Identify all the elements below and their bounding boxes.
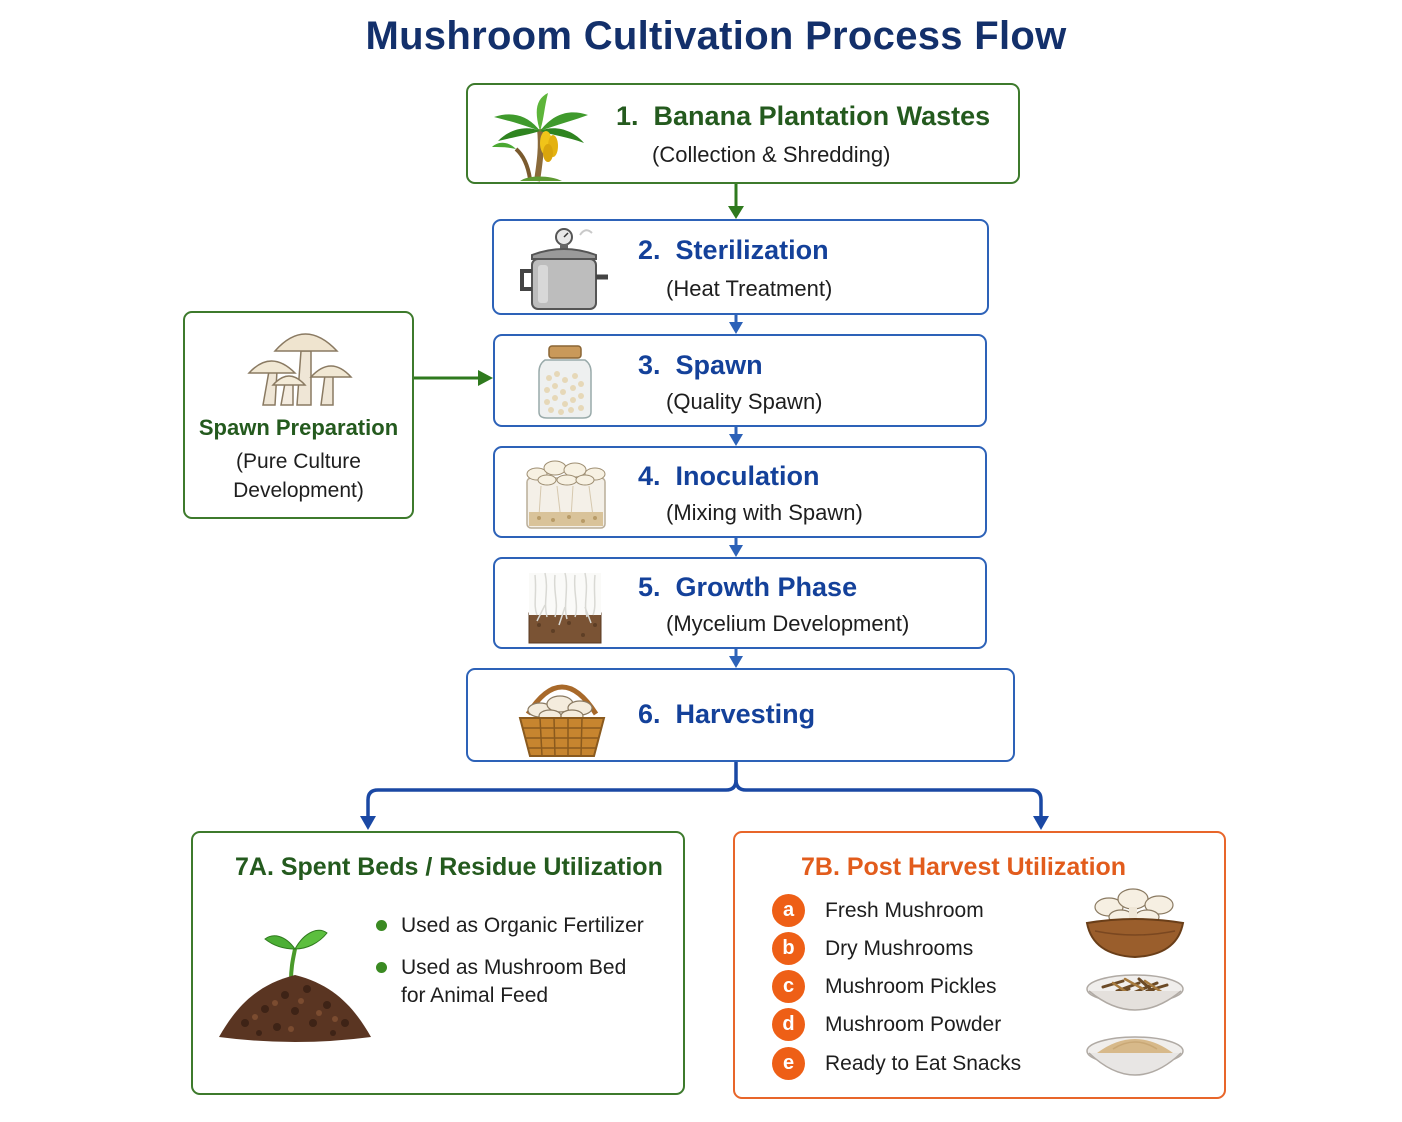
arrow-step6-split (360, 762, 1049, 830)
mushroom-basket-icon (518, 684, 606, 757)
step-6-number: 6. (638, 699, 661, 729)
dried-mushroom-bowl-icon (1086, 974, 1184, 1011)
step-4-number: 4. (638, 461, 661, 491)
letter-badge-a: a (772, 894, 805, 927)
post-harvest-title: 7B. Post Harvest Utilization (801, 853, 1127, 881)
step-2-number: 2. (638, 235, 661, 265)
post-harvest-item-d-label: Mushroom Powder (825, 1012, 1002, 1036)
mycelium-block-icon (528, 572, 602, 644)
step-4-title: 4. Inoculation (638, 461, 820, 492)
step-4-label: Inoculation (675, 461, 820, 491)
step-3-label: Spawn (675, 350, 763, 380)
spawn-preparation-subtitle: (Pure Culture Development) (185, 447, 412, 505)
arrow-spawnprep-to-step3 (414, 370, 493, 386)
bullet-dot-icon (376, 962, 387, 973)
post-harvest-item-b: b Dry Mushrooms (772, 932, 973, 965)
step-5-label: Growth Phase (675, 572, 858, 602)
step-6-box: 6. Harvesting (466, 668, 1015, 762)
step-3-subtitle: (Quality Spawn) (666, 389, 823, 414)
step-1-subtitle: (Collection & Shredding) (652, 142, 891, 167)
post-harvest-item-c: c Mushroom Pickles (772, 970, 997, 1003)
step-2-box: 2. Sterilization (Heat Treatment) (492, 219, 989, 315)
step-1-box: 1. Banana Plantation Wastes (Collection … (466, 83, 1020, 184)
pressure-cooker-icon (520, 228, 608, 310)
post-harvest-item-e: e Ready to Eat Snacks (772, 1047, 1021, 1080)
step-2-label: Sterilization (675, 235, 829, 265)
spent-beds-title: 7A. Spent Beds / Residue Utilization (235, 853, 663, 881)
fresh-mushroom-bowl-icon (1085, 888, 1185, 959)
arrow-step5-to-step6 (729, 649, 743, 668)
arrow-step3-to-step4 (729, 427, 743, 446)
arrow-step4-to-step5 (729, 538, 743, 557)
step-6-label: Harvesting (675, 699, 816, 729)
spent-beds-item-1-text: Used as Organic Fertilizer (401, 914, 644, 937)
step-5-number: 5. (638, 572, 661, 602)
inoculated-substrate-icon (526, 460, 606, 529)
letter-badge-e: e (772, 1047, 805, 1080)
spawn-preparation-box: Spawn Preparation (Pure Culture Developm… (183, 311, 414, 519)
letter-badge-d: d (772, 1008, 805, 1041)
spent-beds-item-1: Used as Organic Fertilizer (376, 912, 644, 940)
letter-badge-b: b (772, 932, 805, 965)
step-3-number: 3. (638, 350, 661, 380)
post-harvest-item-c-label: Mushroom Pickles (825, 974, 997, 998)
post-harvest-item-e-label: Ready to Eat Snacks (825, 1051, 1022, 1075)
post-harvest-item-d: d Mushroom Powder (772, 1008, 1001, 1041)
spent-beds-item-2: Used as Mushroom Bed for Animal Feed (376, 954, 626, 1010)
post-harvest-item-a-label: Fresh Mushroom (825, 898, 984, 922)
arrow-step2-to-step3 (729, 315, 743, 334)
step-5-subtitle: (Mycelium Development) (666, 611, 910, 636)
letter-badge-c: c (772, 970, 805, 1003)
bullet-dot-icon (376, 920, 387, 931)
mushroom-cluster-icon (247, 333, 353, 406)
spent-beds-item-2-line2: for Animal Feed (401, 984, 549, 1007)
page-title: Mushroom Cultivation Process Flow (365, 14, 1067, 58)
spawn-jar-icon (538, 345, 592, 419)
step-3-title: 3. Spawn (638, 350, 763, 381)
step-4-subtitle: (Mixing with Spawn) (666, 500, 863, 525)
spawn-preparation-subtitle-line2: Development) (233, 479, 364, 502)
step-2-subtitle: (Heat Treatment) (666, 276, 833, 301)
step-3-box: 3. Spawn (Quality Spawn) (493, 334, 987, 427)
mushroom-powder-bowl-icon (1086, 1036, 1184, 1076)
step-5-title: 5. Growth Phase (638, 572, 857, 603)
step-1-title: 1. Banana Plantation Wastes (616, 101, 990, 132)
step-1-label: Banana Plantation Wastes (653, 101, 991, 131)
step-4-box: 4. Inoculation (Mixing with Spawn) (493, 446, 987, 538)
spent-beds-item-2-text: Used as Mushroom Bed for Animal Feed (401, 954, 626, 1010)
spawn-preparation-title: Spawn Preparation (198, 415, 399, 440)
step-2-title: 2. Sterilization (638, 235, 829, 266)
step-1-number: 1. (616, 101, 639, 131)
post-harvest-item-a: a Fresh Mushroom (772, 894, 984, 927)
post-harvest-box: 7B. Post Harvest Utilization a Fresh Mus… (733, 831, 1226, 1099)
spent-beds-box: 7A. Spent Beds / Residue Utilization Use… (191, 831, 685, 1095)
spawn-preparation-subtitle-line1: (Pure Culture (236, 450, 361, 473)
soil-sprout-icon (219, 929, 371, 1042)
step-5-box: 5. Growth Phase (Mycelium Development) (493, 557, 987, 649)
post-harvest-item-b-label: Dry Mushrooms (825, 936, 974, 960)
arrow-step1-to-step2 (728, 184, 744, 219)
step-6-title: 6. Harvesting (638, 699, 815, 730)
banana-tree-icon (492, 93, 588, 182)
spent-beds-item-2-line1: Used as Mushroom Bed (401, 956, 627, 979)
